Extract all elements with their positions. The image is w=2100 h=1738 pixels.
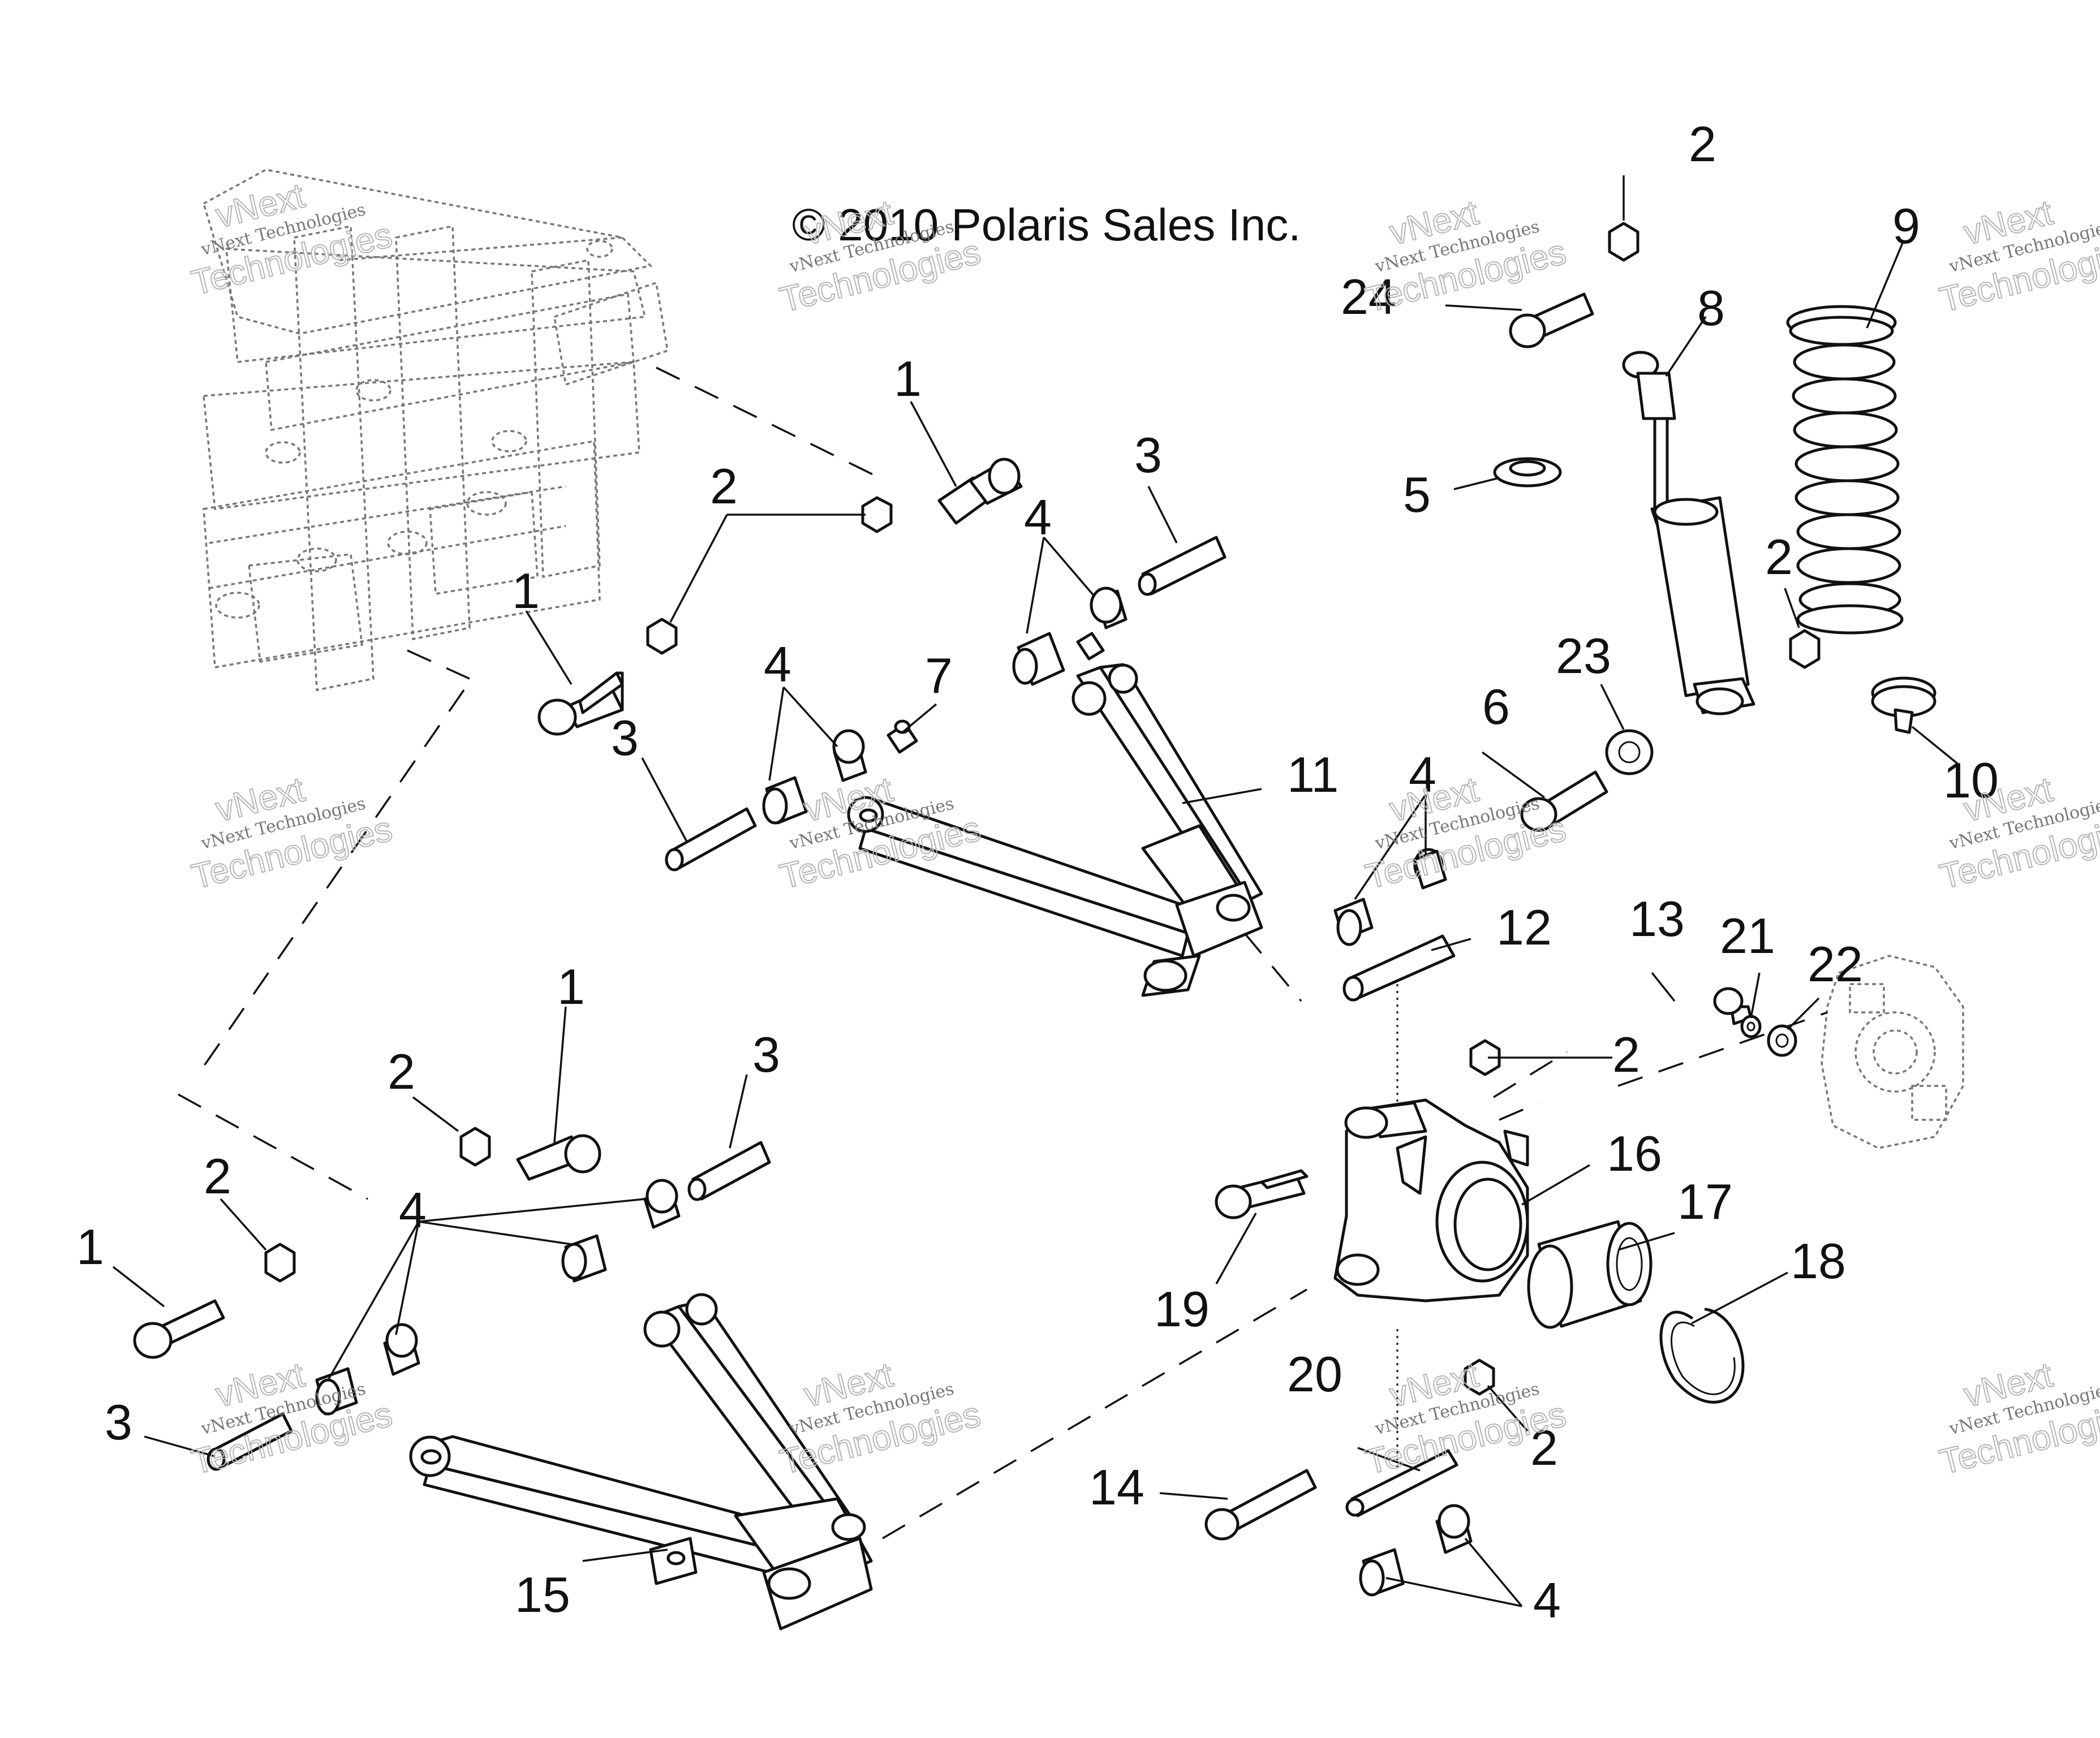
copyright-notice: © 2010 Polaris Sales Inc. bbox=[792, 200, 1301, 250]
watermark: vNext vNext Technologies Technologies bbox=[1361, 192, 1570, 320]
spring-retainer-lower bbox=[1871, 676, 1937, 734]
leader-lines bbox=[112, 175, 1959, 1607]
small-parts bbox=[887, 632, 1797, 1057]
callout-1-upper: 1 bbox=[894, 351, 922, 407]
callout-4-right: 4 bbox=[1409, 747, 1436, 803]
watermark: vNext vNext Technologies Technologies bbox=[1361, 769, 1570, 897]
callout-14: 14 bbox=[1089, 1459, 1144, 1515]
callout-3-lower-left: 3 bbox=[105, 1394, 132, 1450]
brake-caliper-outline bbox=[1821, 955, 1964, 1149]
callout-2-bottom: 2 bbox=[1530, 1420, 1558, 1476]
watermark: vNext vNext Technologies Technologies bbox=[187, 175, 397, 303]
callout-3-upper: 3 bbox=[1134, 427, 1162, 483]
callout-12: 12 bbox=[1496, 899, 1552, 955]
callout-18: 18 bbox=[1791, 1233, 1846, 1289]
callout-4-upper: 4 bbox=[1024, 489, 1052, 545]
callout-2-knuckle: 2 bbox=[1612, 1027, 1640, 1083]
coil-spring bbox=[1786, 305, 1904, 635]
watermark: vNext vNext Technologies Technologies bbox=[1935, 1355, 2100, 1482]
callout-20: 20 bbox=[1287, 1346, 1342, 1402]
callout-23: 23 bbox=[1556, 628, 1611, 684]
callout-4-mid: 4 bbox=[764, 636, 791, 692]
hub-carrier bbox=[1333, 1098, 1529, 1303]
callout-8: 8 bbox=[1697, 280, 1725, 336]
callout-17: 17 bbox=[1677, 1174, 1733, 1230]
callout-2-top-right: 2 bbox=[1689, 116, 1716, 172]
callout-5: 5 bbox=[1403, 467, 1431, 523]
sleeves bbox=[206, 536, 1456, 1471]
callout-4-lower-left: 4 bbox=[399, 1182, 427, 1238]
callout-labels: 1 1 1 1 2 2 2 2 2 2 2 3 3 3 3 4 4 4 4 4 … bbox=[76, 116, 1999, 1628]
spring-retainer-upper bbox=[1493, 457, 1562, 488]
upper-a-arm bbox=[847, 663, 1263, 997]
callout-9: 9 bbox=[1892, 198, 1920, 254]
callout-1-mid: 1 bbox=[512, 563, 540, 619]
shock-absorber bbox=[1622, 351, 1755, 715]
callout-2-upper: 2 bbox=[710, 458, 738, 514]
callout-6: 6 bbox=[1482, 679, 1510, 735]
frame-outline bbox=[202, 169, 669, 692]
snap-ring bbox=[1659, 1308, 1745, 1404]
callout-24: 24 bbox=[1341, 269, 1396, 325]
callout-2-lower-left: 2 bbox=[204, 1148, 231, 1204]
watermark: vNext vNext Technologies Technologies bbox=[776, 1355, 985, 1482]
watermark: vNext vNext Technologies Technologies bbox=[187, 1355, 397, 1482]
callout-7: 7 bbox=[925, 648, 953, 704]
callout-2-lower-mid: 2 bbox=[388, 1043, 415, 1099]
callout-4-bottom: 4 bbox=[1533, 1572, 1561, 1628]
callout-11: 11 bbox=[1287, 747, 1339, 803]
nuts bbox=[264, 222, 1821, 1396]
lower-a-arm bbox=[409, 1293, 873, 1631]
watermark: vNext vNext Technologies Technologies bbox=[187, 769, 397, 897]
callout-19: 19 bbox=[1154, 1281, 1210, 1337]
callout-21: 21 bbox=[1720, 908, 1775, 964]
bushings bbox=[315, 586, 1473, 1597]
callout-10: 10 bbox=[1943, 752, 1999, 808]
callout-1-lower-left: 1 bbox=[76, 1219, 104, 1275]
bearing bbox=[1527, 1220, 1653, 1329]
callout-22: 22 bbox=[1808, 936, 1863, 992]
watermark: vNext vNext Technologies Technologies bbox=[1935, 192, 2100, 320]
callout-1-lower-mid: 1 bbox=[557, 959, 585, 1015]
callout-15: 15 bbox=[515, 1567, 570, 1623]
callout-3-mid: 3 bbox=[611, 710, 639, 766]
callout-2-shock: 2 bbox=[1765, 529, 1793, 585]
callout-3-lower: 3 bbox=[752, 1027, 780, 1083]
callout-13: 13 bbox=[1629, 891, 1685, 947]
callout-16: 16 bbox=[1607, 1125, 1662, 1181]
bolts bbox=[133, 292, 1753, 1541]
